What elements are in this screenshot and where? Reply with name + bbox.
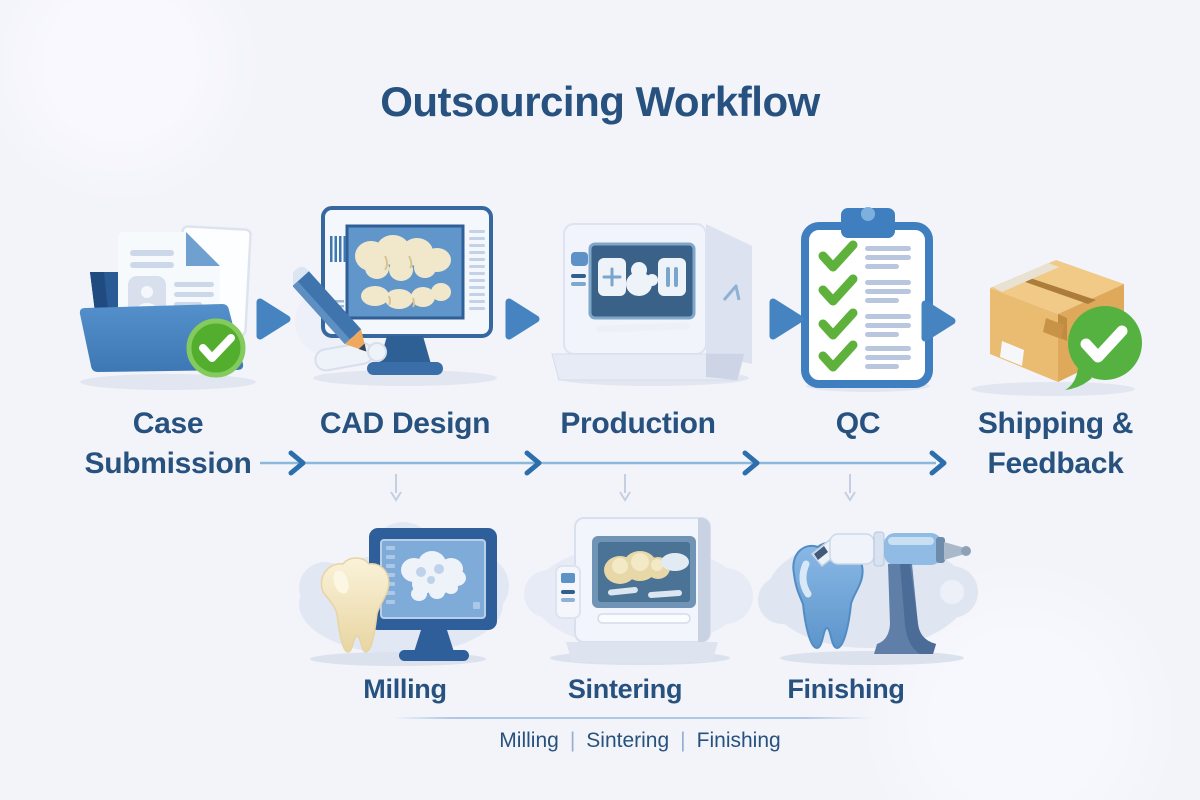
footer-item-finishing: Finishing	[696, 729, 781, 752]
footer-caption: Milling | Sintering | Finishing	[340, 729, 940, 753]
icon-shadow	[80, 374, 256, 390]
flow-arrow-icon	[502, 296, 542, 342]
production-machine-icon	[538, 212, 773, 387]
check-bubble-icon	[1065, 306, 1142, 390]
sub-label-milling: Milling	[363, 674, 447, 704]
case-submission-icon	[68, 212, 268, 392]
qc-clipboard-icon	[793, 198, 943, 393]
sub-connector-tick	[619, 473, 631, 503]
handpiece-icon	[810, 531, 971, 568]
footer-item-sintering: Sintering	[586, 729, 670, 752]
sub-connector-tick	[390, 473, 402, 503]
page-title: Outsourcing Workflow	[380, 78, 820, 125]
step-label-qc: QC	[835, 407, 881, 440]
sub-label-sintering: Sintering	[567, 674, 683, 704]
footer-item-milling: Milling	[499, 729, 559, 752]
tooth-blank	[626, 262, 658, 296]
sintering-icon	[520, 508, 755, 670]
sub-label-finishing: Finishing	[787, 674, 905, 704]
teeth-model	[355, 235, 451, 309]
cad-design-icon	[293, 200, 508, 390]
pencil-icon	[293, 266, 367, 352]
step-label-case-submission: Case Submission	[84, 407, 252, 480]
flow-arrow-icon	[918, 298, 958, 344]
step-label-production: Production	[560, 407, 716, 440]
checklist-rows	[818, 240, 911, 372]
milling-icon	[283, 512, 513, 672]
shipping-package-icon	[958, 242, 1153, 397]
timeline-arrow-line	[258, 448, 958, 478]
flow-arrow-icon	[253, 296, 293, 342]
footer-separator: |	[680, 729, 686, 752]
step-label-cad-design: CAD Design	[319, 407, 491, 440]
footer-separator: |	[569, 729, 576, 752]
sub-connector-tick	[844, 473, 856, 503]
step-label-shipping-feedback: Shipping & Feedback	[977, 407, 1134, 480]
finishing-icon	[752, 508, 982, 670]
flow-arrow-icon	[766, 296, 806, 342]
footer-divider-line	[393, 717, 873, 719]
check-circle-icon	[186, 318, 246, 378]
